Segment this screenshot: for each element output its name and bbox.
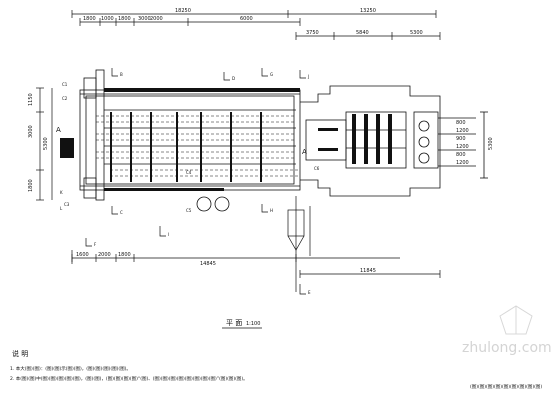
dim-stack-3: 900 (456, 136, 466, 142)
dim-bottom-5: 11845 (360, 268, 376, 274)
main-hatching (60, 88, 300, 191)
marker-c4: C4 (186, 170, 192, 175)
section-mark-i: I (168, 232, 169, 237)
section-cut-marks (85, 68, 306, 295)
pipe-runs (96, 115, 300, 177)
dim-stack-4: 1200 (456, 144, 469, 150)
legend-heading: 说 明 (12, 349, 28, 358)
watermark-logo (499, 305, 533, 335)
dim-left-3: 5300 (43, 137, 49, 150)
section-mark-c: C (120, 210, 123, 215)
dim-top-left: 18250 (175, 8, 191, 14)
section-mark-l: L (60, 206, 63, 211)
corner-caption: (图)(图)(图)(图)(图)(图)(图)(图)(图) (470, 384, 542, 390)
dim-sub-4: 3000 (138, 16, 151, 22)
section-mark-k: K (60, 190, 63, 195)
dim-left-1: 1150 (28, 93, 34, 106)
watermark-text: zhulong.com (462, 340, 552, 356)
dim-bottom-3: 1800 (118, 252, 131, 258)
section-mark-e: E (308, 290, 311, 295)
section-mark-a-right: A (302, 148, 307, 156)
dim-right-3: 5300 (410, 30, 423, 36)
marker-c5: C5 (186, 208, 192, 213)
dim-right-1: 3750 (306, 30, 319, 36)
dim-stack-2: 1200 (456, 128, 469, 134)
pump-units (196, 120, 430, 212)
marker-c2: C2 (62, 96, 68, 101)
legend-note-2: 2. 本(图)(图)中(图)(图)(图)(图)(图)，(图)(图)，(图)(图)… (10, 375, 248, 382)
drawing-scale: 1:100 (246, 321, 260, 327)
section-mark-a-left: A (56, 126, 61, 134)
top-dimension-lines (71, 10, 441, 40)
section-mark-h: H (270, 208, 273, 213)
dim-stack-6: 1200 (456, 160, 469, 166)
dim-bottom-2: 2000 (98, 252, 111, 258)
dim-sub-6: 6000 (240, 16, 253, 22)
dim-stack-5: 800 (456, 152, 466, 158)
dim-sub-1: 1800 (83, 16, 96, 22)
dim-sub-3: 1800 (118, 16, 131, 22)
marker-c1: C1 (62, 82, 68, 87)
dim-right-2: 5840 (356, 30, 369, 36)
dim-right-total: 5300 (488, 137, 494, 150)
bottom-dimension-lines (71, 250, 441, 278)
dim-sub-5: 2000 (150, 16, 163, 22)
drawing-title: 平 面 (226, 319, 242, 327)
section-mark-f: F (94, 242, 97, 247)
section-mark-d: D (232, 76, 235, 81)
dim-sub-2: 1000 (101, 16, 114, 22)
dim-left-4: 1800 (28, 179, 34, 192)
section-mark-b: B (120, 72, 123, 77)
sludge-tank (287, 196, 311, 292)
pump-room-hatching (318, 114, 392, 164)
legend-note-1: 1. 本大(图)(图)：(图)(图)示(图)(图)，(图)(图)(图)(图)(图… (10, 365, 131, 372)
section-mark-j: J (307, 74, 309, 79)
dim-bottom-4: 14845 (200, 261, 216, 267)
section-mark-g: G (270, 72, 273, 77)
left-dimension-lines (36, 87, 53, 201)
dim-bottom-1: 1600 (76, 252, 89, 258)
marker-c6: C6 (314, 166, 320, 171)
dim-top-right: 13250 (360, 8, 376, 14)
dim-left-2: 3000 (28, 125, 34, 138)
marker-c3: C3 (64, 202, 70, 207)
dim-stack-1: 800 (456, 120, 466, 126)
